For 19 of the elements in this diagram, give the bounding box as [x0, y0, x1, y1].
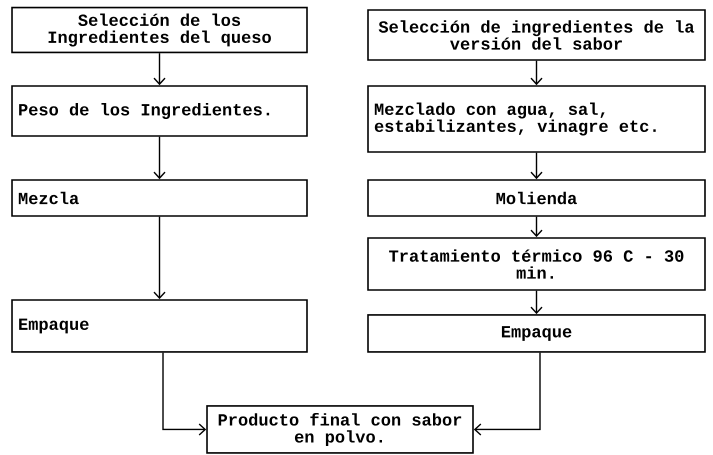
process-box: Tratamiento térmico 96 C - 30 min.	[367, 237, 706, 291]
process-box: Molienda	[367, 179, 706, 217]
arrow	[153, 136, 166, 180]
process-box: Peso de los Ingredientes.	[11, 85, 308, 137]
arrow	[153, 216, 166, 300]
process-box: Mezcla	[11, 179, 308, 217]
process-box: Mezclado con agua, sal, estabilizantes, vinagre etc.	[367, 85, 706, 153]
arrow	[162, 352, 206, 436]
process-box: Selección de ingredientes de la versión del sabor	[367, 9, 706, 61]
process-box: Selección de los Ingredientes del queso	[11, 6, 308, 54]
arrow	[153, 53, 166, 86]
arrow	[530, 290, 543, 314]
process-box: Producto final con sabor en polvo.	[206, 405, 474, 454]
process-box: Empaque	[11, 299, 308, 353]
arrow	[474, 352, 541, 436]
process-box: Empaque	[367, 314, 706, 353]
arrow	[530, 60, 543, 86]
arrow	[530, 216, 543, 238]
arrow	[530, 152, 543, 180]
